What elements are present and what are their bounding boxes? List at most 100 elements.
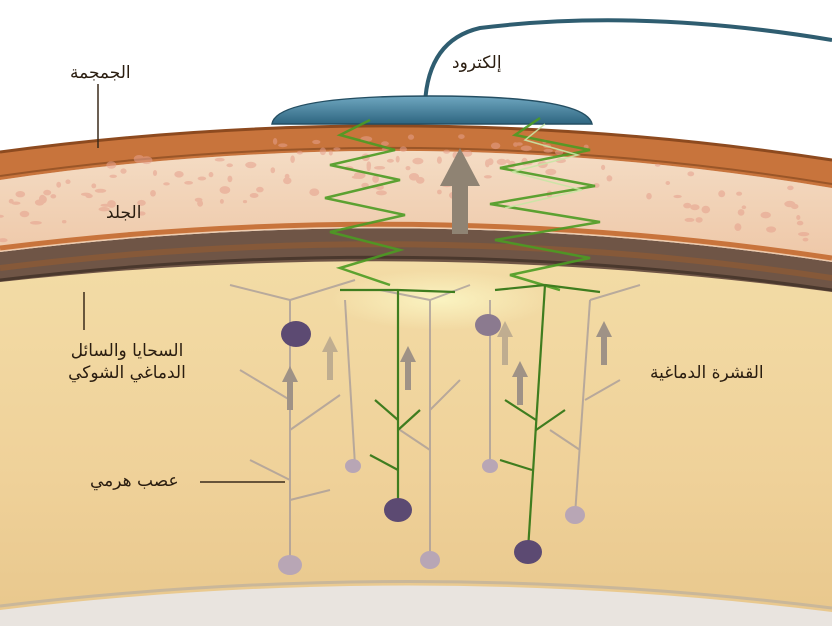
scalp-cell — [690, 204, 699, 210]
scalp-cell — [215, 158, 225, 162]
scalp-cell — [544, 149, 553, 153]
scalp-cell — [163, 182, 170, 185]
scalp-cell — [607, 175, 613, 181]
label-meninges-line1: السحايا والسائل — [52, 340, 202, 362]
scalp-cell — [646, 193, 652, 200]
scalp-cell — [95, 189, 107, 193]
scalp-cell — [184, 181, 193, 185]
scalp-cell — [174, 171, 183, 178]
label-electrode: إلكترود — [452, 52, 502, 74]
scalp-cell — [20, 211, 30, 217]
scalp-cell — [766, 226, 776, 232]
scalp-cell — [485, 159, 490, 167]
scalp-cell — [209, 172, 214, 177]
scalp-cell — [9, 199, 14, 204]
label-meninges: السحايا والسائل الدماغي الشوكي — [52, 340, 202, 384]
scalp-cell — [601, 165, 605, 170]
scalp-cell — [387, 159, 394, 163]
scalp-cell — [197, 200, 203, 207]
scalp-cell — [376, 190, 387, 195]
scalp-cell — [458, 134, 465, 139]
scalp-cell — [30, 221, 42, 225]
scalp-cell — [396, 156, 400, 163]
scalp-cell — [718, 190, 725, 197]
scalp-cell — [120, 168, 126, 173]
label-scalp: الجلد — [106, 202, 141, 224]
scalp-cell — [673, 195, 681, 198]
scalp-cell — [271, 167, 276, 173]
scalp-cell — [278, 143, 287, 147]
scalp-cell — [226, 163, 233, 167]
scalp-cell — [352, 176, 362, 179]
scalp-cell — [666, 181, 671, 185]
scalp-cell — [81, 193, 91, 196]
scalp-cell — [290, 155, 295, 163]
label-cortex: القشرة الدماغية — [650, 362, 764, 384]
scalp-cell — [685, 218, 695, 222]
scalp-cell — [545, 169, 556, 175]
scalp-cell — [761, 212, 771, 219]
scalp-cell — [245, 162, 256, 168]
label-skull: الجمجمة — [70, 62, 131, 84]
label-meninges-line2: الدماغي الشوكي — [52, 362, 202, 384]
scalp-cell — [491, 143, 500, 150]
scalp-cell — [738, 209, 745, 216]
scalp-cell — [39, 195, 46, 203]
scalp-cell — [437, 156, 442, 163]
scalp-cell — [696, 217, 703, 223]
scalp-cell — [787, 186, 794, 191]
scalp-cell — [797, 221, 804, 226]
scalp-cell — [150, 190, 156, 197]
scalp-cell — [687, 171, 694, 176]
scalp-cell — [655, 164, 660, 167]
scalp-cell — [56, 182, 61, 188]
scalp-cell — [50, 194, 56, 198]
scalp-cell — [243, 200, 247, 203]
scalp-cell — [400, 146, 407, 152]
scalp-cell — [91, 183, 96, 188]
scalp-cell — [273, 138, 277, 145]
scalp-cell — [220, 186, 231, 194]
scalp-cell — [408, 134, 414, 139]
scalp-cell — [497, 159, 507, 165]
scalp-cell — [381, 141, 389, 146]
scalp-cell — [320, 148, 326, 156]
scalp-cell — [106, 161, 116, 168]
scalp-cell — [702, 206, 711, 214]
scalp-cell — [62, 220, 67, 223]
scalp-cell — [43, 190, 51, 196]
scalp-cell — [309, 188, 319, 196]
scalp-cell — [484, 175, 492, 178]
electrode — [272, 96, 592, 124]
scalp-cell — [312, 140, 320, 144]
scalp-cell — [736, 192, 742, 196]
scalp-cell — [374, 166, 385, 170]
scalp-cell — [198, 177, 207, 181]
scalp-cell — [367, 164, 371, 171]
scalp-cell — [283, 177, 291, 184]
scalp-cell — [329, 150, 333, 155]
scalp-cell — [109, 175, 117, 178]
scalp-cell — [443, 150, 450, 154]
scalp-cell — [15, 191, 25, 197]
scalp-cell — [220, 199, 224, 204]
scalp-cell — [734, 223, 741, 231]
scalp-cell — [513, 142, 518, 147]
scalp-cell — [256, 187, 264, 193]
scalp-cell — [412, 158, 423, 165]
scalp-cell — [134, 155, 145, 163]
scalp-cell — [437, 190, 442, 195]
scalp-cell — [798, 232, 809, 236]
scalp-cell — [250, 193, 259, 198]
scalp-cell — [521, 146, 532, 152]
scalp-cell — [416, 177, 425, 184]
label-neuron: عصب هرمي — [90, 470, 179, 492]
scalp-cell — [803, 238, 809, 242]
scalp-cell — [796, 215, 800, 220]
scalp-cell — [227, 176, 232, 183]
scalp-cell — [65, 179, 70, 184]
scalp-cell — [742, 205, 747, 209]
scalp-cell — [333, 147, 340, 150]
